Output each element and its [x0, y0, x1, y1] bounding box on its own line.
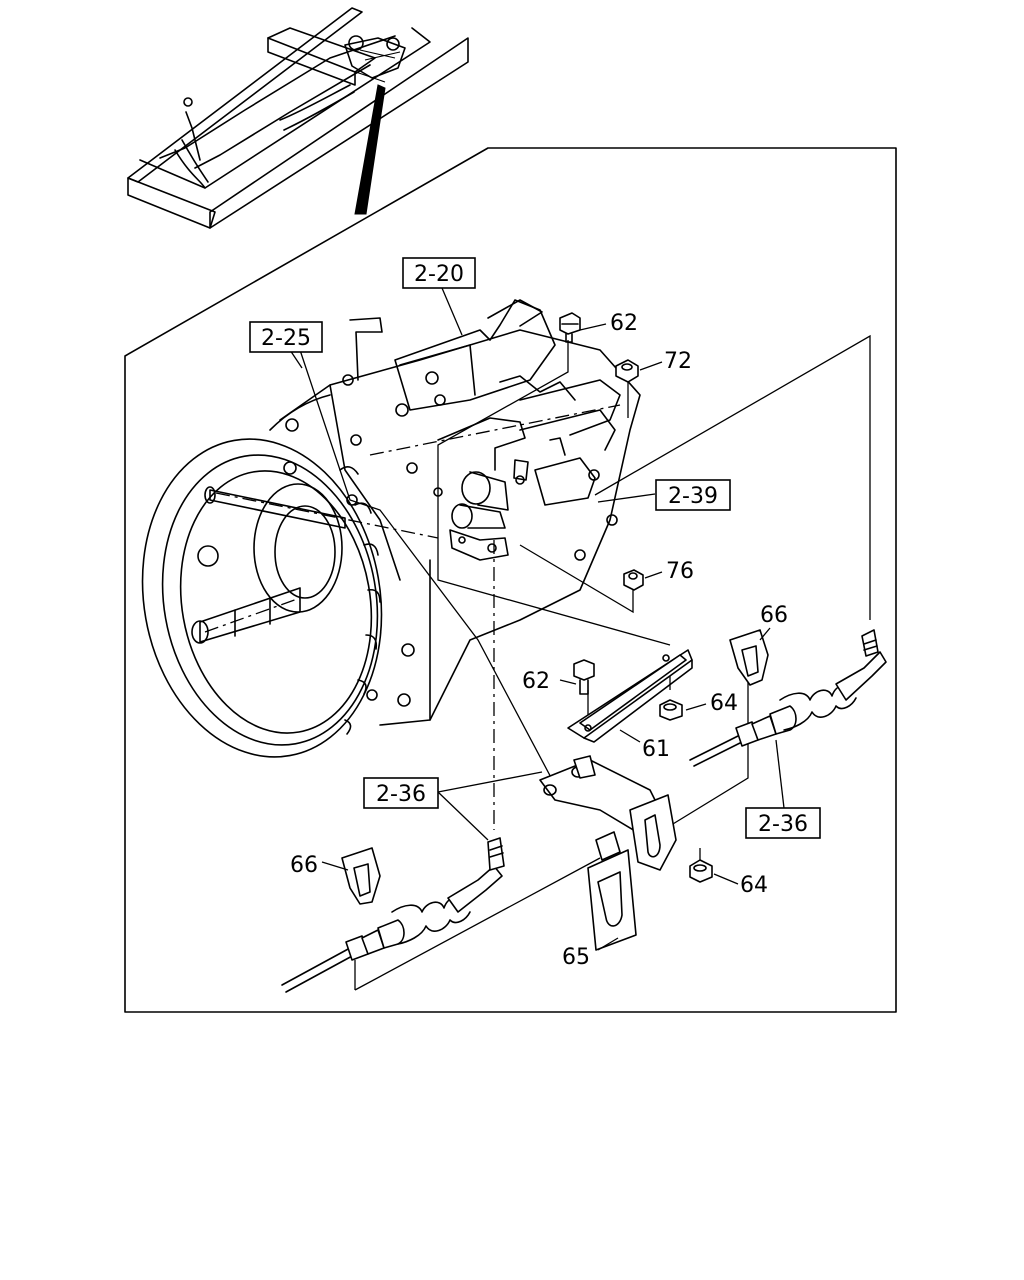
part-64-low-label: 64 — [740, 873, 768, 898]
ref-2-36-left: 2-36 — [363, 777, 439, 809]
cable-left — [281, 837, 505, 993]
bolt-62-top — [559, 312, 581, 343]
ref-2-36-left-text: 2-36 — [376, 782, 426, 807]
part-65-label: 65 — [562, 945, 590, 970]
nut-72 — [615, 359, 639, 383]
ref-2-36-right: 2-36 — [745, 807, 821, 839]
part-61-label: 61 — [642, 737, 670, 762]
part-72-label: 72 — [664, 349, 692, 374]
part-62-top-label: 62 — [610, 311, 638, 336]
bolt-62-mid — [573, 659, 595, 695]
bracket-61 — [567, 649, 693, 743]
ref-2-20: 2-20 — [402, 257, 476, 289]
transmission-assembly — [141, 299, 641, 758]
ref-2-20-text: 2-20 — [414, 262, 464, 287]
clip-66-right — [729, 629, 769, 686]
clip-66-left — [341, 847, 381, 905]
detail-frame — [124, 147, 897, 1013]
part-66-left-label: 66 — [290, 853, 318, 878]
nut-64-mid — [659, 699, 683, 721]
ref-2-36-right-text: 2-36 — [758, 812, 808, 837]
ref-2-25: 2-25 — [249, 321, 323, 353]
label-leaders — [289, 287, 785, 951]
assembly-guide-lines — [299, 334, 871, 991]
nut-76 — [623, 569, 644, 591]
bracket-65 — [539, 755, 677, 951]
part-62-mid-label: 62 — [522, 669, 550, 694]
ref-2-39-text: 2-39 — [668, 484, 718, 509]
ref-2-39: 2-39 — [655, 479, 731, 511]
part-66-right-label: 66 — [760, 603, 788, 628]
nut-64-low — [689, 859, 713, 883]
chassis-inset — [127, 7, 469, 229]
part-76-label: 76 — [666, 559, 694, 584]
ref-2-25-text: 2-25 — [261, 326, 311, 351]
part-64-mid-label: 64 — [710, 691, 738, 716]
cable-right — [689, 629, 887, 767]
